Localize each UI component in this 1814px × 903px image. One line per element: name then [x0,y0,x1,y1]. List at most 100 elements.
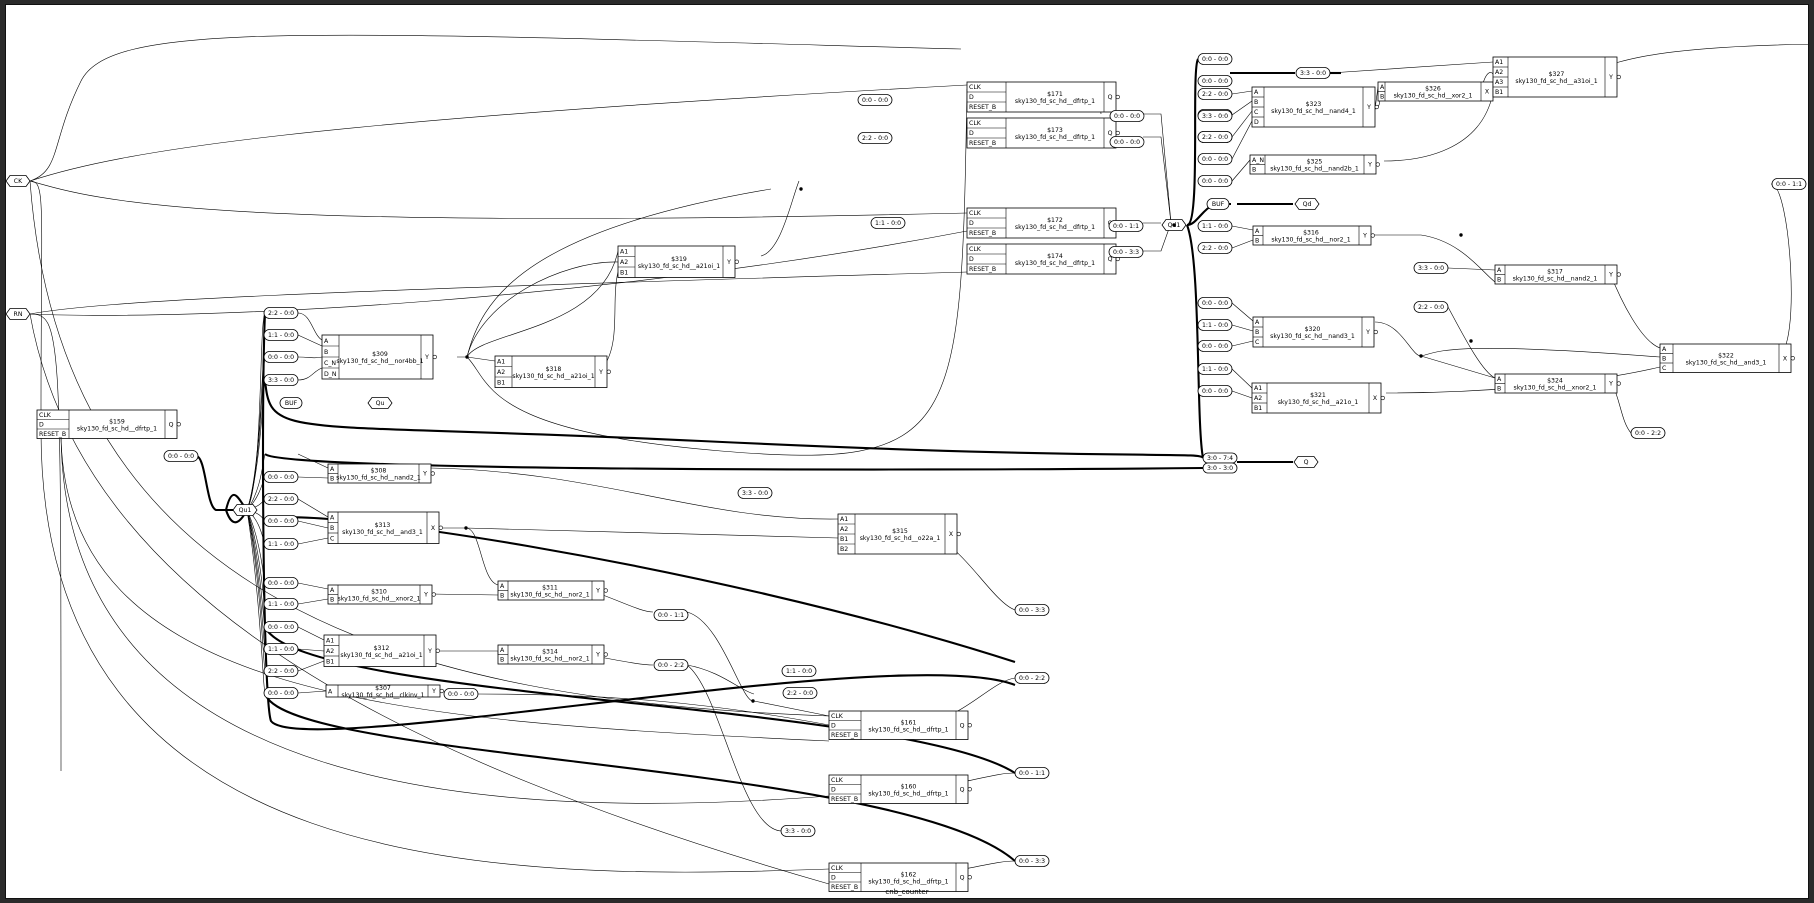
cell-type: sky130_fd_sc_hd__dfrtp_1 [1015,260,1095,267]
pin-label: D [831,722,836,729]
pin-label: CLK [39,412,52,419]
bus-wire [264,453,1204,471]
cell-id: $310 [371,589,387,596]
pin-label: A [1255,319,1260,326]
wire [760,180,800,257]
net-qu1[interactable]: Qu1 [232,504,258,516]
pin-label: A2 [840,526,848,533]
cell-output-pin: X [949,531,954,538]
wire [246,509,266,672]
input-port-rn[interactable]: RN [5,308,31,320]
output-port-qd[interactable]: Qd [1294,198,1320,210]
output-port-qu[interactable]: Qu [367,397,393,409]
slice-pill [263,538,299,550]
output-pin-dot [1616,381,1621,386]
wire [465,527,499,586]
slice-label: 0:0 - 0:0 [448,691,474,698]
wire [40,430,830,873]
wire [1231,390,1253,399]
wire [1143,113,1172,224]
pin-label: B [500,592,504,599]
cell-output-pin: Y [598,369,603,376]
output-port-q[interactable]: Q [1293,456,1319,468]
bus-layer [195,58,1341,862]
pin-label: CLK [831,713,844,720]
output-pin-dot [1370,233,1375,238]
cell-output-pin: Y [431,688,436,695]
pin-label: A2 [620,259,628,266]
pin-label: C [330,536,334,543]
cell-type: sky130_fd_sc_hd__nor2_1 [510,592,589,599]
pin-label: CLK [831,865,844,872]
junction-dot [799,187,803,191]
wire [1231,340,1254,347]
cell-id: $160 [901,783,917,790]
wire [29,180,968,219]
bus-wire [1186,224,1205,459]
wire [1231,225,1254,231]
bus-wire [261,312,1016,731]
cell-output-pin: X [1783,355,1788,362]
bit-slice: 1:1 - 0:0 [263,538,299,550]
wire [297,598,329,605]
bit-slice: 0:0 - 2:2 [1630,427,1666,439]
cell-output-pin: Y [1608,272,1613,279]
bit-slice: 0:0 - 1:1 [653,609,689,621]
pin-label: B [324,349,328,356]
cell-type: sky130_fd_sc_hd__a21oi_1 [512,373,594,380]
pin-label: B1 [840,536,848,543]
input-port-ck[interactable]: CK [5,175,31,187]
slice-label: 2:2 - 0:0 [268,668,294,675]
pin-label: D [969,256,974,263]
slice-pill [263,665,299,677]
wire [434,527,839,539]
cell-id: $318 [546,366,562,373]
bit-slice: 0:0 - 0:0 [1197,53,1233,65]
cell-type: sky130_fd_sc_hd__xnor2_1 [338,596,421,603]
pin-label: A2 [1495,69,1503,76]
slice-label: 3:3 - 0:0 [742,490,768,497]
concat-pill [1202,462,1238,474]
bit-slice: 2:2 - 0:0 [263,493,299,505]
wire [476,693,830,726]
pin-label: CLK [969,84,982,91]
pin-label: A3 [1495,79,1503,86]
cell-id: $322 [1718,352,1734,359]
wire [297,582,329,590]
slice-pill [263,577,299,589]
port-shape [1294,198,1320,210]
cell-type: sky130_fd_sc_hd__dfrtp_1 [77,425,157,432]
bit-slice: 2:2 - 0:0 [1413,301,1449,313]
bit-slice: 0:0 - 0:0 [1197,385,1233,397]
cell-body [617,245,736,278]
